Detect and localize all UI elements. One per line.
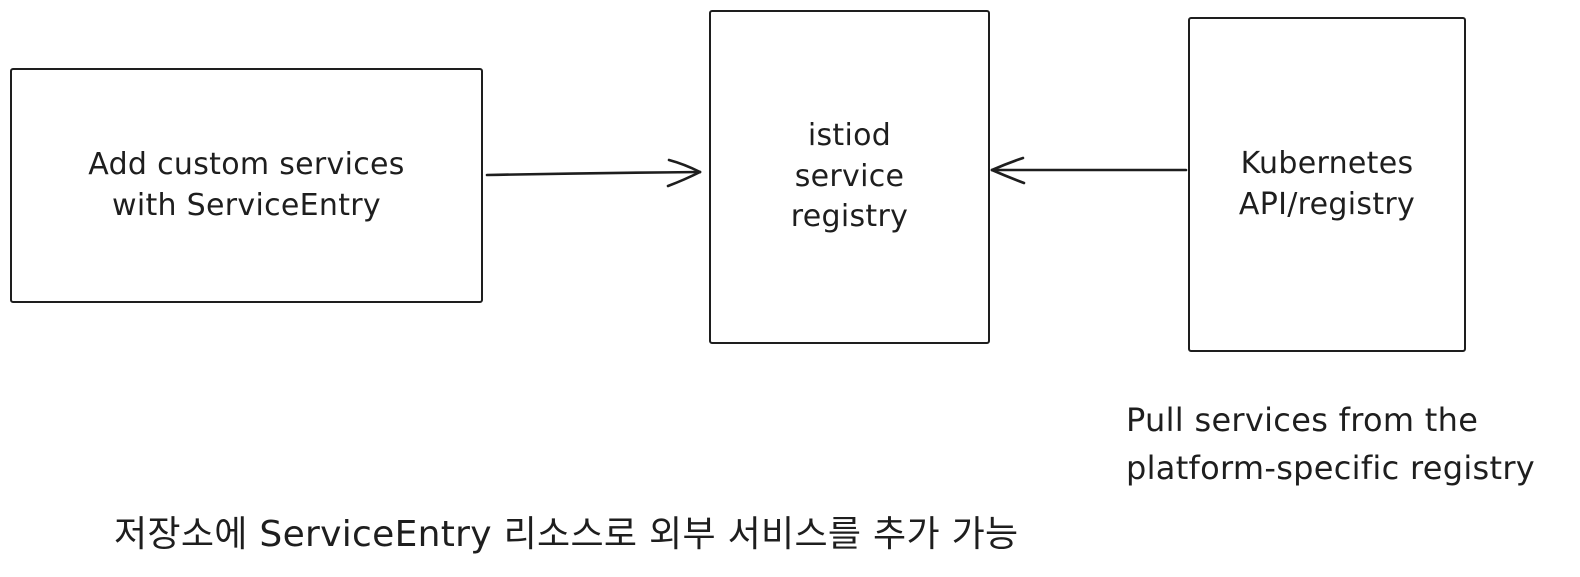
caption-korean: 저장소에 ServiceEntry 리소스로 외부 서비스를 추가 가능	[114, 514, 1019, 555]
node-custom-services: Add custom services with ServiceEntry	[10, 68, 483, 303]
annotation-pull-services-line-1: Pull services from the	[1126, 401, 1479, 439]
arrow-custom-services-to-istiod	[485, 158, 702, 188]
node-istiod-line-3: registry	[790, 199, 909, 235]
node-kubernetes-api-registry: Kubernetes API/registry	[1188, 17, 1466, 352]
node-istiod-line-1: istiod	[807, 118, 892, 154]
node-custom-services-line-2: with ServiceEntry	[112, 187, 381, 223]
annotation-pull-services: Pull services from the platform-specific…	[1126, 396, 1535, 492]
annotation-pull-services-line-2: platform-specific registry	[1126, 449, 1536, 487]
node-custom-services-line-1: Add custom services	[88, 147, 405, 182]
node-custom-services-label: Add custom services with ServiceEntry	[88, 145, 404, 226]
node-kubernetes-line-1: Kubernetes	[1240, 146, 1414, 181]
node-istiod-service-registry-label: istiod service registry	[791, 116, 908, 238]
arrow-kubernetes-to-istiod	[990, 156, 1188, 185]
node-istiod-line-2: service	[794, 158, 905, 194]
node-kubernetes-api-registry-label: Kubernetes API/registry	[1239, 144, 1415, 225]
node-istiod-service-registry: istiod service registry	[709, 10, 990, 344]
node-kubernetes-line-2: API/registry	[1238, 186, 1416, 222]
